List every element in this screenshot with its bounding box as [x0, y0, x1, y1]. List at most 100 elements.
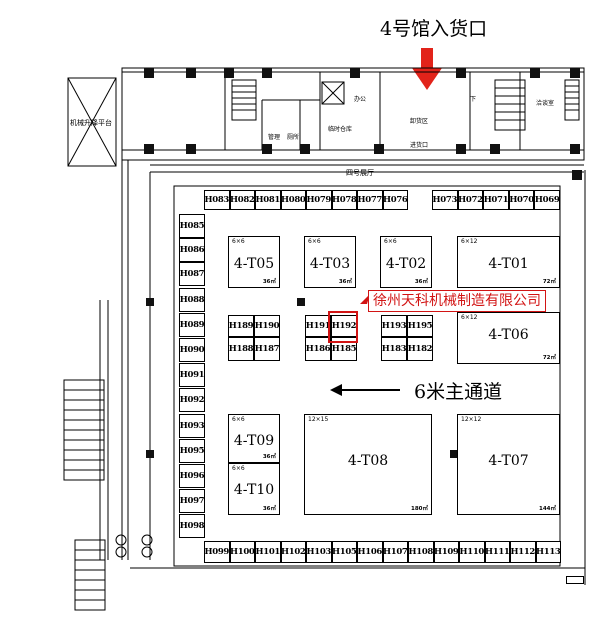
room-unload: 卸货区 — [410, 118, 429, 125]
booth-h188[interactable]: H188 — [228, 337, 254, 361]
booth-4-t05[interactable]: 6×6 4-T05 36㎡ — [228, 236, 280, 288]
booth-area: 36㎡ — [262, 279, 276, 285]
booth-h102[interactable]: H102 — [280, 541, 306, 563]
booth-h195[interactable]: H195 — [407, 315, 433, 337]
aisle-label: 6米主通道 — [414, 381, 503, 403]
booth-h081[interactable]: H081 — [255, 190, 281, 210]
booth-h071[interactable]: H071 — [483, 190, 509, 210]
room-restroom: 厕所 — [287, 134, 300, 141]
booth-h108[interactable]: H108 — [408, 541, 434, 563]
booth-size: 6×12 — [461, 314, 478, 321]
booth-h073[interactable]: H073 — [432, 190, 458, 210]
room-meeting: 洽谈室 — [536, 100, 555, 107]
booth-h193[interactable]: H193 — [381, 315, 407, 337]
booth-h098[interactable]: H098 — [179, 514, 205, 538]
booth-size: 12×15 — [308, 416, 329, 423]
booth-h113[interactable]: H113 — [535, 541, 561, 563]
booth-h191[interactable]: H191 — [305, 315, 331, 337]
booth-h091[interactable]: H091 — [179, 363, 205, 387]
booth-h106[interactable]: H106 — [357, 541, 383, 563]
booth-name: 4-T08 — [347, 453, 389, 469]
booth-h070[interactable]: H070 — [508, 190, 535, 210]
booth-4-t10[interactable]: 6×6 4-T10 36㎡ — [228, 463, 280, 515]
booth-h082[interactable]: H082 — [229, 190, 255, 210]
booth-h096[interactable]: H096 — [179, 464, 205, 488]
booth-h112[interactable]: H112 — [510, 541, 536, 563]
booth-h077[interactable]: H077 — [357, 190, 383, 210]
booth-h093[interactable]: H093 — [179, 414, 205, 438]
booth-name: 4-T05 — [233, 256, 275, 272]
booth-name: 4-T03 — [309, 256, 351, 272]
highlight-booth-frame — [328, 311, 358, 343]
booth-h107[interactable]: H107 — [382, 541, 408, 563]
booth-name: 4-T06 — [488, 327, 529, 343]
booth-h189[interactable]: H189 — [228, 315, 254, 337]
highlight-company-label: 徐州天科机械制造有限公司 — [368, 290, 546, 312]
booth-area: 72㎡ — [542, 279, 556, 285]
booth-area: 36㎡ — [414, 279, 428, 285]
room-entry: 进货口 — [410, 142, 429, 149]
booth-4-t02[interactable]: 6×6 4-T02 36㎡ — [380, 236, 432, 288]
booth-size: 6×6 — [232, 238, 245, 245]
booth-h190[interactable]: H190 — [254, 315, 280, 337]
booth-h079[interactable]: H079 — [306, 190, 332, 210]
booth-area: 144㎡ — [539, 506, 556, 512]
booth-h095[interactable]: H095 — [179, 439, 205, 463]
booth-h076[interactable]: H076 — [382, 190, 408, 210]
booth-h072[interactable]: H072 — [457, 190, 484, 210]
booth-h101[interactable]: H101 — [255, 541, 281, 563]
booth-h109[interactable]: H109 — [433, 541, 459, 563]
booth-h090[interactable]: H090 — [179, 338, 205, 362]
booth-h083[interactable]: H083 — [204, 190, 230, 210]
room-office: 办公 — [354, 96, 367, 103]
booth-h080[interactable]: H080 — [280, 190, 306, 210]
entrance-arrow-icon — [412, 48, 442, 90]
booth-h097[interactable]: H097 — [179, 489, 205, 513]
booth-size: 6×12 — [461, 238, 478, 245]
booth-h099[interactable]: H099 — [204, 541, 230, 563]
booth-area: 36㎡ — [262, 506, 276, 512]
room-mgmt: 管理 — [268, 134, 281, 141]
booth-4-t08[interactable]: 12×15 4-T08 180㎡ — [304, 414, 432, 515]
booth-h087[interactable]: H087 — [179, 262, 205, 286]
aisle-arrow-icon — [330, 384, 400, 396]
booth-4-t09[interactable]: 6×6 4-T09 36㎡ — [228, 414, 280, 463]
booth-h086[interactable]: H086 — [179, 238, 205, 262]
booth-4-t07[interactable]: 12×12 4-T07 144㎡ — [457, 414, 560, 515]
booth-name: 4-T07 — [488, 453, 529, 469]
booth-h100[interactable]: H100 — [229, 541, 255, 563]
booth-h110[interactable]: H110 — [459, 541, 485, 563]
booth-h078[interactable]: H078 — [331, 190, 357, 210]
booth-name: 4-T02 — [385, 256, 427, 272]
booth-area: 36㎡ — [262, 454, 276, 460]
booth-size: 6×6 — [384, 238, 397, 245]
booth-h103[interactable]: H103 — [306, 541, 332, 563]
booth-h089[interactable]: H089 — [179, 313, 205, 337]
booth-h182[interactable]: H182 — [407, 337, 433, 361]
booth-h088[interactable]: H088 — [179, 288, 205, 312]
booth-size: 6×6 — [232, 465, 245, 472]
room-temp-storage: 临时仓库 — [328, 126, 353, 133]
booth-4-t06[interactable]: 6×12 4-T06 72㎡ — [457, 312, 560, 364]
highlight-pointer-icon — [360, 294, 370, 304]
booth-name: 4-T09 — [233, 433, 275, 449]
booth-h187[interactable]: H187 — [254, 337, 280, 361]
booth-name: 4-T01 — [488, 256, 529, 272]
booth-h183[interactable]: H183 — [381, 337, 407, 361]
booth-4-t03[interactable]: 6×6 4-T03 36㎡ — [304, 236, 356, 288]
booth-h105[interactable]: H105 — [331, 541, 357, 563]
booth-h085[interactable]: H085 — [179, 214, 205, 238]
booth-area: 180㎡ — [411, 506, 428, 512]
entrance-title: 4号馆入货口 — [380, 18, 488, 40]
room-lift-platform: 机械升降平台 — [70, 119, 112, 127]
booth-size: 12×12 — [461, 416, 482, 423]
booth-h092[interactable]: H092 — [179, 388, 205, 412]
scale-mark — [566, 576, 584, 584]
booth-h069[interactable]: H069 — [534, 190, 560, 210]
booth-name: 4-T10 — [233, 482, 275, 498]
booth-4-t01[interactable]: 6×12 4-T01 72㎡ — [457, 236, 560, 288]
booth-area: 72㎡ — [542, 355, 556, 361]
booth-h186[interactable]: H186 — [305, 337, 331, 361]
booth-h111[interactable]: H111 — [484, 541, 510, 563]
